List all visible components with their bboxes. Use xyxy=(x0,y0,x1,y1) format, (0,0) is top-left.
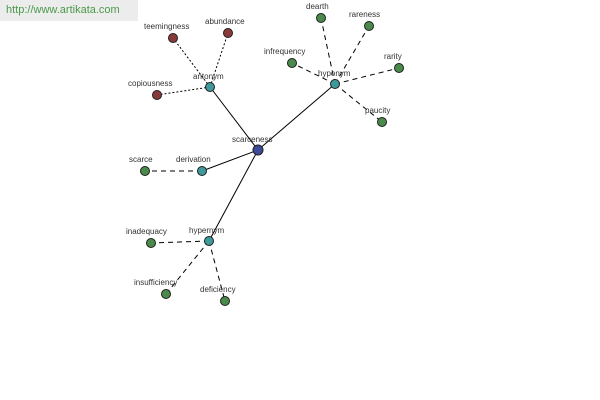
site-url-link[interactable]: http://www.artikata.com xyxy=(0,0,138,21)
node-label-derivation[interactable]: derivation xyxy=(176,155,211,164)
node-label-scarceness[interactable]: scarceness xyxy=(232,135,272,144)
edge-antonym-copiousness xyxy=(156,86,211,96)
node-label-rarity[interactable]: rarity xyxy=(384,52,402,61)
edge-hypernym-inadequacy xyxy=(150,240,210,244)
node-copiousness[interactable] xyxy=(152,90,162,100)
node-label-antonym[interactable]: antonym xyxy=(193,72,224,81)
edge-hyponym-paucity xyxy=(334,83,383,123)
node-label-infrequency[interactable]: infrequency xyxy=(264,47,305,56)
node-label-rareness[interactable]: rareness xyxy=(349,10,380,19)
node-abundance[interactable] xyxy=(223,28,233,38)
node-label-copiousness[interactable]: copiousness xyxy=(128,79,172,88)
node-inadequacy[interactable] xyxy=(146,238,156,248)
edge-hyponym-infrequency xyxy=(291,62,336,85)
node-label-scarce[interactable]: scarce xyxy=(129,155,153,164)
node-label-dearth[interactable]: dearth xyxy=(306,2,329,11)
node-label-deficiency[interactable]: deficiency xyxy=(200,285,236,294)
node-label-hyponym[interactable]: hyponym xyxy=(318,69,351,78)
node-infrequency[interactable] xyxy=(287,58,297,68)
edge-hyponym-rarity xyxy=(334,67,400,85)
node-label-hypernym[interactable]: hypernym xyxy=(189,226,224,235)
node-derivation[interactable] xyxy=(197,166,207,176)
node-rarity[interactable] xyxy=(394,63,404,73)
node-label-teemingness[interactable]: teemingness xyxy=(144,22,189,31)
node-hypernym[interactable] xyxy=(204,236,214,246)
node-dearth[interactable] xyxy=(316,13,326,23)
edge-antonym-abundance xyxy=(209,32,229,88)
node-paucity[interactable] xyxy=(377,117,387,127)
node-insufficiency[interactable] xyxy=(161,289,171,299)
labels-layer: scarceness antonym hyponym derivation hypern… xyxy=(126,2,402,294)
edge-hyponym-dearth xyxy=(320,17,336,85)
node-label-insufficiency[interactable]: insufficiency xyxy=(134,278,177,287)
node-rareness[interactable] xyxy=(364,21,374,31)
edge-hypernym-deficiency xyxy=(208,240,226,302)
edges-layer xyxy=(145,17,400,302)
edge-scarceness-hypernym xyxy=(208,149,259,242)
edge-scarceness-hyponym xyxy=(257,83,336,151)
node-scarceness[interactable] xyxy=(252,144,264,156)
node-label-inadequacy[interactable]: inadequacy xyxy=(126,227,167,236)
node-teemingness[interactable] xyxy=(168,33,178,43)
nodes-layer xyxy=(140,13,404,306)
node-label-paucity[interactable]: paucity xyxy=(365,106,390,115)
edge-scarceness-antonym xyxy=(209,86,259,151)
node-antonym[interactable] xyxy=(205,82,215,92)
node-deficiency[interactable] xyxy=(220,296,230,306)
edge-hypernym-insufficiency xyxy=(165,240,210,295)
node-scarce[interactable] xyxy=(140,166,150,176)
edge-scarceness-derivation xyxy=(201,149,259,172)
edge-hyponym-rareness xyxy=(334,25,370,85)
node-label-abundance[interactable]: abundance xyxy=(205,17,245,26)
node-hyponym[interactable] xyxy=(330,79,340,89)
